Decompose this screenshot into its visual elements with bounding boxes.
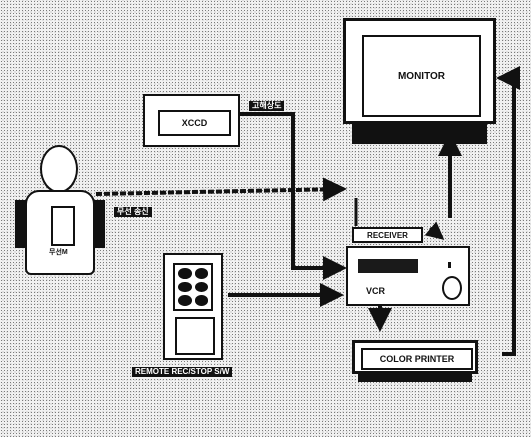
remote-buttons	[173, 263, 213, 311]
ccd-tag: 고해상도	[249, 101, 285, 111]
vcr-display	[358, 259, 418, 273]
printer-label: COLOR PRINTER	[379, 354, 455, 364]
vcr: VCR	[346, 246, 470, 306]
receiver-small-arrow	[424, 221, 445, 240]
wireless-arrow	[95, 177, 347, 202]
remote-control	[163, 253, 223, 360]
monitor-label: MONITOR	[397, 70, 446, 82]
vcr-knob	[442, 276, 462, 300]
remote-button	[194, 268, 208, 279]
receiver-label: RECEIVER	[367, 230, 408, 240]
transmitter-device	[51, 206, 75, 246]
color-printer: COLOR PRINTER	[352, 340, 478, 374]
patient-arm-right	[93, 200, 105, 248]
patient-tag: 무선 송신	[114, 207, 152, 217]
vcr-label: VCR	[366, 286, 386, 296]
remote-button	[178, 268, 192, 279]
ccd-label: XCCD	[181, 118, 208, 128]
monitor: MONITOR	[343, 18, 496, 124]
monitor-base	[352, 124, 487, 144]
remote-button	[194, 295, 208, 306]
vcr-indicator	[448, 262, 451, 268]
ccd-camera: XCCD	[143, 94, 240, 147]
device-label: 무선M	[49, 249, 68, 256]
ccd-screen: XCCD	[158, 110, 231, 136]
remote-button	[194, 281, 208, 293]
remote-button	[178, 281, 192, 293]
monitor-screen: MONITOR	[362, 35, 481, 117]
remote-button	[178, 295, 192, 306]
ccd-to-vcr-line	[240, 112, 347, 280]
printer-to-monitor-line	[496, 66, 520, 356]
receiver-label-box: RECEIVER	[352, 227, 423, 243]
remote-panel	[175, 317, 215, 355]
patient-body: 무선M	[25, 190, 95, 275]
patient-head	[40, 145, 78, 193]
printer-panel: COLOR PRINTER	[361, 348, 473, 370]
remote-tag: REMOTE REC/STOP S/W	[132, 367, 233, 377]
patient-arm-left	[15, 200, 27, 248]
printer-base	[358, 374, 472, 382]
